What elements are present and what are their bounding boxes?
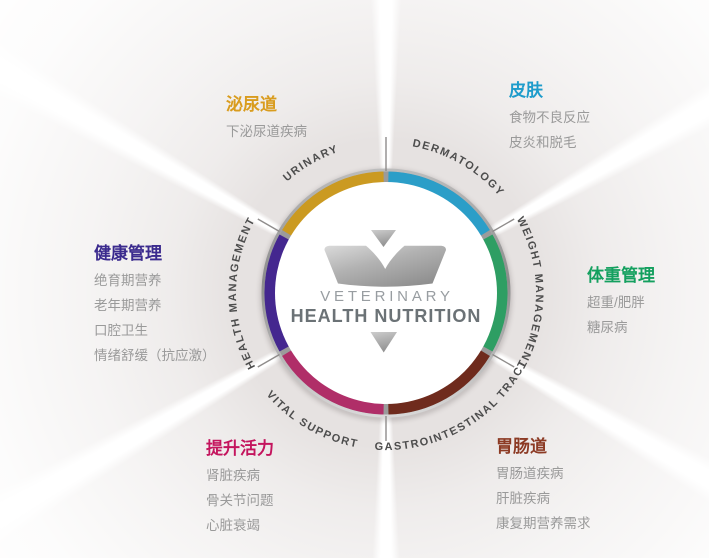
- segment-divider-needles: [257, 137, 515, 441]
- segment-items-dermatology: 食物不良反应 皮炎和脱毛: [509, 110, 590, 150]
- segment-items-gastrointestinal: 胃肠道疾病 肝脏疾病 康复期营养需求: [496, 466, 591, 531]
- segment-item: 下泌尿道疾病: [226, 124, 307, 139]
- segment-block-health-management: 健康管理 绝育期营养 老年期营养 口腔卫生 情绪舒缓（抗应激）: [94, 244, 216, 373]
- logo-top-triangle-icon: [371, 230, 396, 247]
- segment-item: 肝脏疾病: [496, 491, 550, 506]
- segment-item: 绝育期营养: [94, 273, 162, 288]
- segment-item: 肾脏疾病: [206, 468, 260, 483]
- ring-segment-gastrointestinal: [388, 350, 490, 415]
- segment-block-urinary: 泌尿道 下泌尿道疾病: [226, 95, 307, 149]
- ring-segment-dermatology: [388, 171, 490, 236]
- segment-item: 食物不良反应: [509, 110, 590, 125]
- segment-heading-health-management: 健康管理: [94, 244, 162, 263]
- segment-item: 康复期营养需求: [496, 516, 591, 531]
- segment-items-urinary: 下泌尿道疾病: [226, 124, 307, 139]
- segment-block-vital-support: 提升活力 肾脏疾病 骨关节问题 心脏衰竭: [206, 439, 274, 543]
- curved-label-health-management: HEALTH MANAGEMENT: [227, 215, 258, 371]
- ring-segment-vital-support: [282, 350, 384, 415]
- segment-heading-gastrointestinal: 胃肠道: [496, 437, 547, 456]
- segment-item: 骨关节问题: [206, 493, 274, 508]
- segment-item: 心脏衰竭: [206, 518, 260, 533]
- segment-item: 老年期营养: [94, 298, 162, 313]
- segment-items-vital-support: 肾脏疾病 骨关节问题 心脏衰竭: [206, 468, 274, 533]
- segment-items-weight-management: 超重/肥胖 糖尿病: [587, 295, 655, 335]
- ring-segment-urinary: [282, 171, 384, 236]
- curved-label-weight-management: WEIGHT MANAGEMENT: [514, 215, 545, 371]
- segment-item: 皮炎和脱毛: [509, 135, 577, 150]
- segment-heading-urinary: 泌尿道: [226, 95, 277, 114]
- segment-block-weight-management: 体重管理 超重/肥胖 糖尿病: [587, 266, 655, 345]
- ring-segment-health-management: [264, 234, 290, 352]
- segment-heading-vital-support: 提升活力: [206, 439, 274, 458]
- segment-item: 口腔卫生: [94, 323, 148, 338]
- segment-heading-dermatology: 皮肤: [509, 81, 543, 100]
- logo-wings-icon: [324, 245, 446, 287]
- logo-bottom-triangle-icon: [370, 332, 397, 353]
- segment-items-health-management: 绝育期营养 老年期营养 口腔卫生 情绪舒缓（抗应激）: [94, 273, 216, 363]
- brand-logo-mark: VETERINARY HEALTH NUTRITION: [291, 230, 482, 353]
- ring-segment-weight-management: [482, 234, 508, 352]
- brand-line2: HEALTH NUTRITION: [291, 306, 482, 326]
- brand-line1: VETERINARY: [320, 288, 454, 305]
- segment-item: 超重/肥胖: [587, 295, 645, 310]
- center-disc: [275, 182, 497, 404]
- curved-label-urinary: URINARY: [281, 143, 340, 184]
- segment-item: 胃肠道疾病: [496, 466, 564, 481]
- segment-heading-weight-management: 体重管理: [587, 266, 655, 285]
- segment-block-gastrointestinal: 胃肠道 胃肠道疾病 肝脏疾病 康复期营养需求: [496, 437, 591, 541]
- segment-block-dermatology: 皮肤 食物不良反应 皮炎和脱毛: [509, 81, 590, 160]
- segment-item: 情绪舒缓（抗应激）: [94, 348, 216, 363]
- segment-item: 糖尿病: [587, 320, 628, 335]
